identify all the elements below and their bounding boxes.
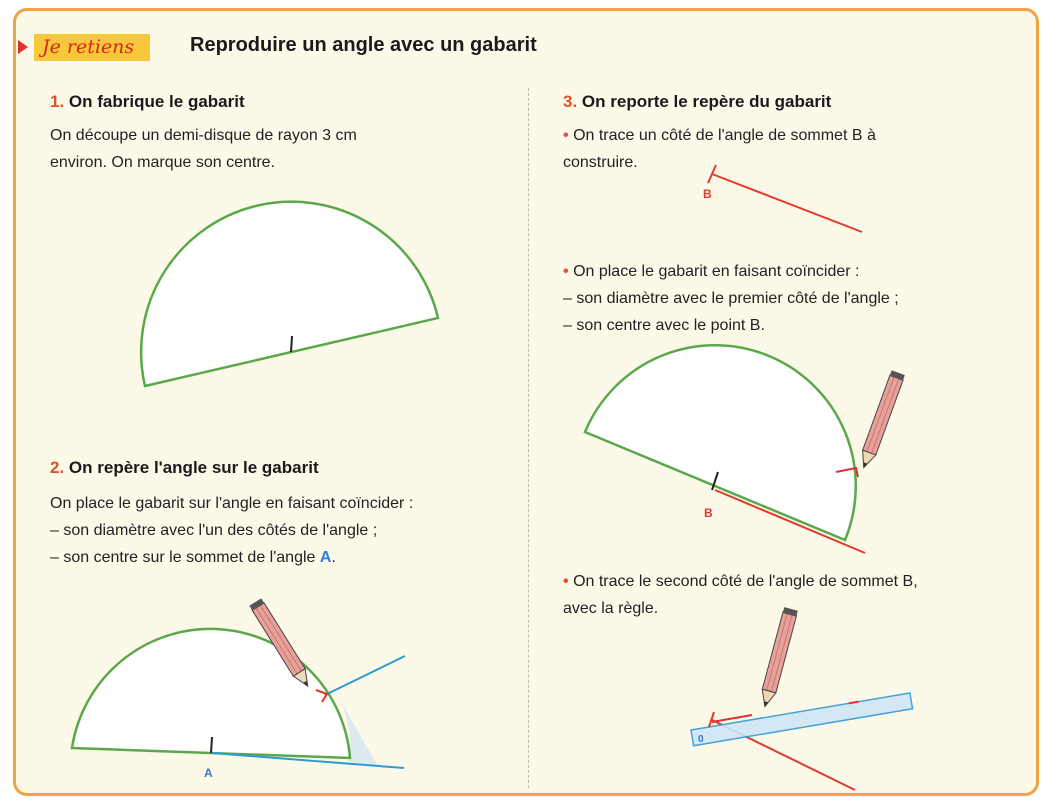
step1-number: 1.: [50, 92, 65, 111]
half-disc-template: [70, 627, 352, 760]
step2-heading: 2. On repère l'angle sur le gabarit: [50, 458, 319, 478]
angle-side-first: [711, 173, 863, 233]
step2-line1: On place le gabarit sur l'angle en faisa…: [50, 495, 414, 512]
angle-side-first: [714, 489, 866, 554]
angle-side-1: [211, 752, 405, 769]
figure-template-step1: [139, 200, 440, 388]
step1-title: On fabrique le gabarit: [68, 92, 245, 111]
step2-vertex-label: A: [319, 549, 332, 566]
step2-number: 2.: [50, 458, 65, 477]
pencil-icon: [249, 598, 309, 688]
half-disc-template: [583, 343, 857, 542]
center-mark: [711, 471, 719, 491]
step1-line1: On découpe un demi-disque de rayon 3 cm: [50, 127, 357, 144]
half-disc-template: [139, 200, 440, 388]
step1-heading: 1. On fabrique le gabarit: [50, 92, 245, 112]
step1-line2: environ. On marque son centre.: [50, 154, 276, 171]
step3-text-a: • On trace un côté de l'angle de sommet …: [563, 122, 876, 176]
figure-template-step2: A: [70, 598, 406, 780]
step3-b-line1: • On place le gabarit en faisant coïncid…: [563, 258, 899, 285]
step2-title: On repère l'angle sur le gabarit: [68, 458, 319, 477]
step3-c-line1-text: On trace le second côté de l'angle de so…: [573, 573, 918, 590]
pencil-icon: [761, 607, 798, 708]
bullet-icon: •: [563, 127, 569, 144]
step3-heading: 3. On reporte le repère du gabarit: [563, 92, 831, 112]
step3-title: On reporte le repère du gabarit: [581, 92, 832, 111]
je-retiens-tag: Je retiens: [18, 32, 151, 62]
step3-text-c: • On trace le second côté de l'angle de …: [563, 568, 918, 622]
vertex-b-label: B: [703, 187, 712, 201]
vertex-b-label: B: [704, 506, 713, 520]
step3-text-b: • On place le gabarit en faisant coïncid…: [563, 258, 899, 339]
step3-a-line1: • On trace un côté de l'angle de sommet …: [563, 122, 876, 149]
bullet-icon: •: [563, 263, 569, 280]
vertex-tick: [707, 164, 717, 184]
page-title: Reproduire un angle avec un gabarit: [190, 34, 537, 56]
step2-line3: – son centre sur le sommet de l'angle A.: [50, 544, 413, 571]
figure-step3-a: B: [703, 164, 863, 233]
vertex-a-label: A: [204, 766, 213, 780]
step3-c-line1: • On trace le second côté de l'angle de …: [563, 568, 918, 595]
angle-shading: [340, 700, 378, 766]
ruler-icon[interactable]: [690, 692, 914, 747]
step3-a-line1-text: On trace un côté de l'angle de sommet B …: [573, 127, 876, 144]
angle-side-2: [324, 655, 406, 696]
vertex-tick: [708, 711, 715, 728]
tag-label: Je retiens: [34, 33, 151, 61]
step3-c-line2: avec la règle.: [563, 600, 659, 617]
figure-step3-b: B: [583, 343, 905, 554]
step2-line3-suffix: .: [331, 549, 336, 566]
step3-a-line2: construire.: [563, 154, 638, 171]
step2-line3-prefix: – son centre sur le sommet de l'angle: [50, 549, 320, 566]
step1-text: On découpe un demi-disque de rayon 3 cm …: [50, 122, 357, 176]
step3-b-line1-text: On place le gabarit en faisant coïncider…: [573, 263, 860, 280]
center-mark: [210, 736, 213, 754]
ruler-zero-label: 0: [698, 734, 704, 745]
step3-b-line3: – son centre avec le point B.: [563, 317, 765, 334]
angle-side-second: [711, 714, 753, 723]
column-divider: [528, 88, 529, 788]
angle-mark: [835, 466, 859, 478]
step3-number: 3.: [563, 92, 578, 111]
step3-b-line2: – son diamètre avec le premier côté de l…: [563, 290, 899, 307]
figure-step3-c: 0: [690, 607, 914, 791]
angle-mark: [315, 689, 329, 703]
pencil-icon: [861, 370, 905, 469]
step2-text: On place le gabarit sur l'angle en faisa…: [50, 490, 413, 571]
center-mark: [290, 335, 293, 353]
bullet-icon: •: [563, 573, 569, 590]
step2-line2: – son diamètre avec l'un des côtés de l'…: [50, 522, 378, 539]
play-arrow-icon: [18, 40, 28, 54]
